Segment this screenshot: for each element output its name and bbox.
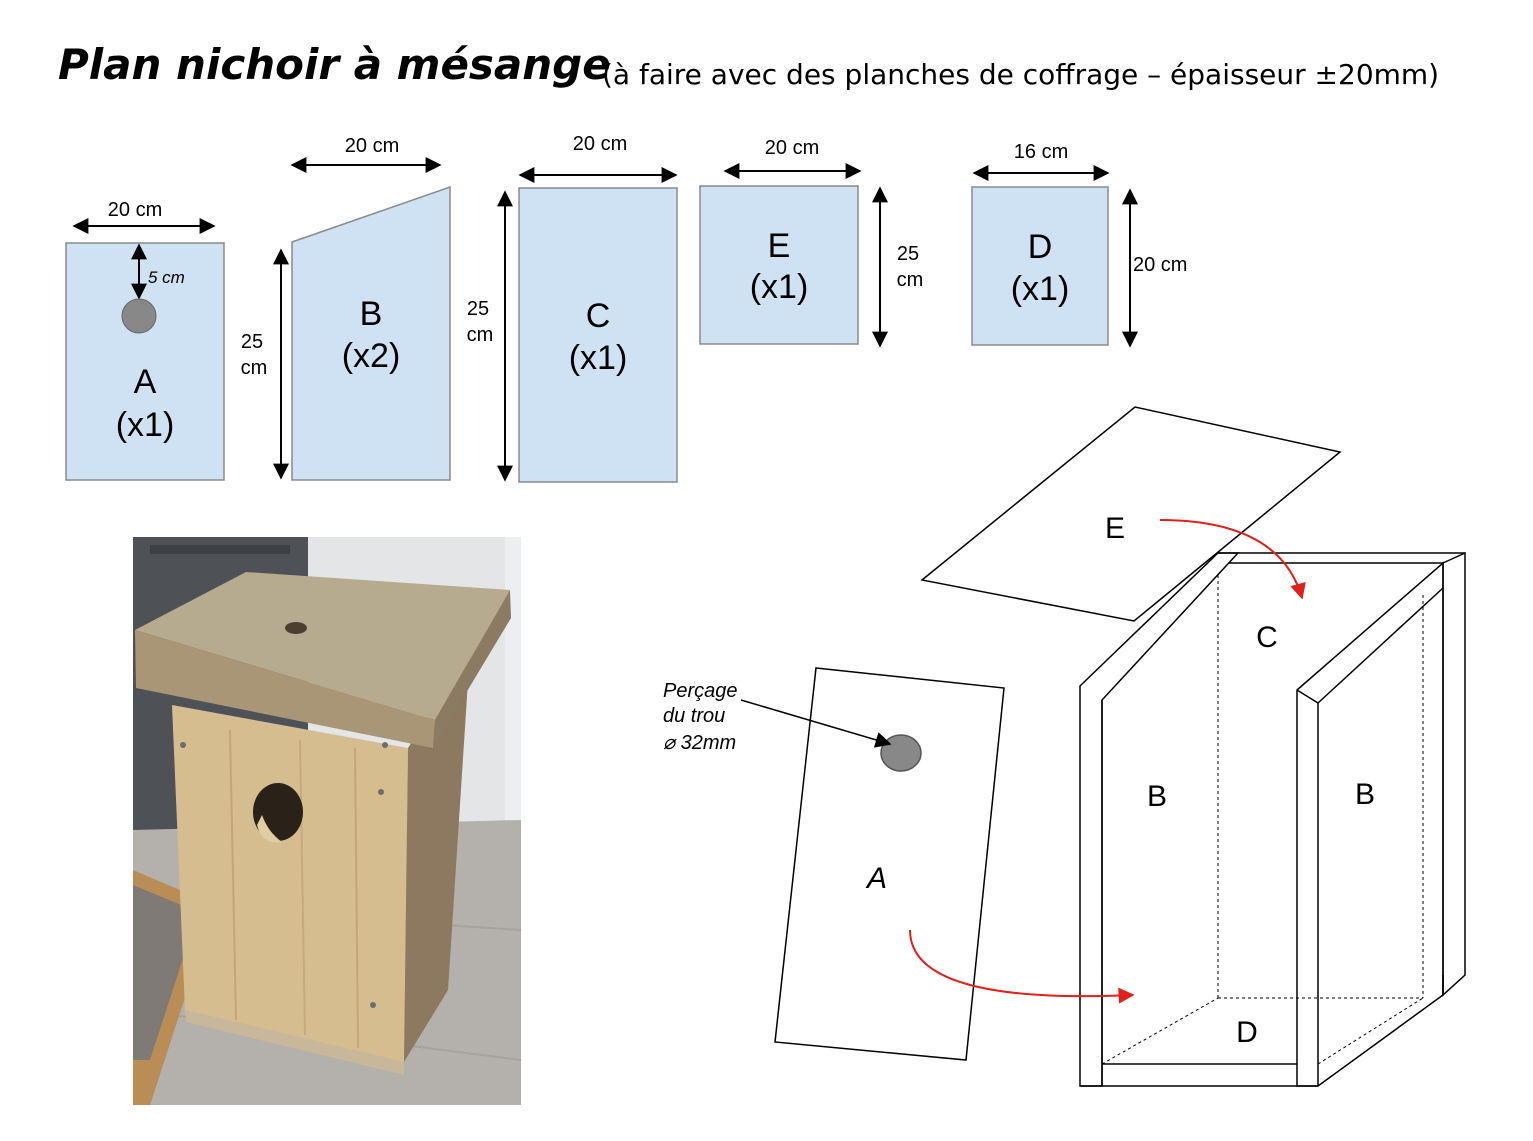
entrance-hole — [121, 298, 157, 334]
photo-box-side — [404, 650, 470, 1062]
photo-wood-grain — [299, 739, 306, 1036]
assembly-right-side-b — [1296, 561, 1444, 1087]
panel-e-height-label-value: 25 — [897, 243, 919, 265]
panel-d-height-label: 20 cm — [1133, 254, 1187, 276]
photo-screw — [370, 1002, 376, 1008]
photo-dark-furniture-slot — [150, 545, 290, 554]
drill-note-line1: Perçage — [663, 680, 738, 702]
photo-screw — [378, 789, 384, 795]
assembly-left-side-b — [1079, 552, 1240, 1087]
panel-c: 20 cm C (x1) — [497, 133, 678, 483]
drill-note-line2: du trou — [663, 705, 725, 727]
panel-a-height-label-unit: cm — [241, 357, 268, 379]
panel-d: 16 cm D (x1) 20 cm — [971, 141, 1187, 348]
assembly-entrance-hole — [880, 734, 922, 772]
panel-b-board — [291, 185, 451, 481]
panel-e-height-label-unit: cm — [897, 269, 924, 291]
panel-a-hole-offset-label: 5 cm — [148, 268, 185, 287]
assembly-front-a — [774, 667, 1005, 1061]
assembly-floor-right-edge-hidden — [1317, 997, 1424, 1065]
panel-a-board — [65, 242, 225, 481]
panel-b-letter: B — [360, 295, 383, 333]
photo-wall-right — [505, 537, 521, 837]
assembly-right-side-inner-slope — [1317, 587, 1444, 704]
photo-roof-top — [135, 572, 510, 720]
panel-d-letter: D — [1028, 228, 1053, 266]
panel-b-height-label-unit: cm — [467, 324, 494, 346]
assembly-diagram — [740, 406, 1466, 1087]
birdhouse-photo — [132, 537, 522, 1105]
assembly-label-e: E — [1105, 512, 1125, 545]
panel-a-height-label-value: 25 — [241, 331, 263, 353]
red-arrow-front-to-box — [909, 929, 1135, 1004]
page-subtitle: (à faire avec des planches de coffrage –… — [602, 58, 1440, 91]
panel-d-width-label: 16 cm — [1014, 141, 1068, 163]
panel-a-letter: A — [134, 363, 157, 401]
panel-c-board — [518, 187, 678, 483]
panel-a-quantity: (x1) — [116, 406, 175, 444]
photo-wood-grain — [229, 729, 237, 1021]
assembly-label-a: A — [865, 862, 887, 895]
panel-b-height-label-value: 25 — [467, 298, 489, 320]
drill-note-line3: ⌀ 32mm — [663, 732, 736, 754]
panel-e-board — [699, 185, 859, 345]
panel-b-width-label: 20 cm — [345, 135, 399, 157]
photo-wood-grain — [354, 747, 359, 1049]
assembly-label-b-right: B — [1355, 778, 1375, 811]
panel-c-width-label: 20 cm — [573, 133, 627, 155]
panel-a: 20 cm 5 cm A (x1) 25 cm — [65, 199, 268, 481]
assembly-label-d: D — [1236, 1016, 1258, 1049]
page-title: Plan nichoir à mésange — [58, 40, 611, 89]
photo-box-front — [172, 705, 408, 1062]
assembly-label-b-left: B — [1147, 780, 1167, 813]
photo-hole-edge — [257, 815, 282, 843]
panel-c-letter: C — [586, 297, 611, 335]
photo-screw — [180, 742, 186, 748]
panel-a-width-label: 20 cm — [108, 199, 162, 221]
assembly-right-side-top-join — [1296, 689, 1319, 704]
assembly-floor-left-edge-hidden — [1101, 997, 1219, 1065]
photo-roof-front-edge — [135, 630, 435, 748]
photo-roof-side-edge — [433, 590, 511, 748]
assembly-back-upright — [1442, 551, 1466, 997]
drill-pointer-arrow — [740, 699, 892, 748]
panel-b: 20 cm B (x2) 25 cm — [273, 135, 494, 481]
assembly-roof-e — [920, 406, 1342, 622]
red-arrow-roof-to-c — [1159, 519, 1306, 600]
photo-roof-knot — [285, 622, 307, 634]
panel-e-quantity: (x1) — [750, 268, 809, 306]
panel-e-letter: E — [768, 227, 791, 265]
photo-box-bottom — [185, 1010, 404, 1075]
panel-d-board — [971, 186, 1109, 346]
panel-e-width-label: 20 cm — [765, 137, 819, 159]
panel-b-quantity: (x2) — [342, 337, 401, 375]
panel-c-quantity: (x1) — [569, 339, 628, 377]
assembly-label-c: C — [1256, 621, 1278, 654]
panel-e: 20 cm E (x1) 25 cm — [699, 137, 924, 348]
photo-screw — [382, 742, 388, 748]
panel-d-quantity: (x1) — [1011, 270, 1070, 308]
